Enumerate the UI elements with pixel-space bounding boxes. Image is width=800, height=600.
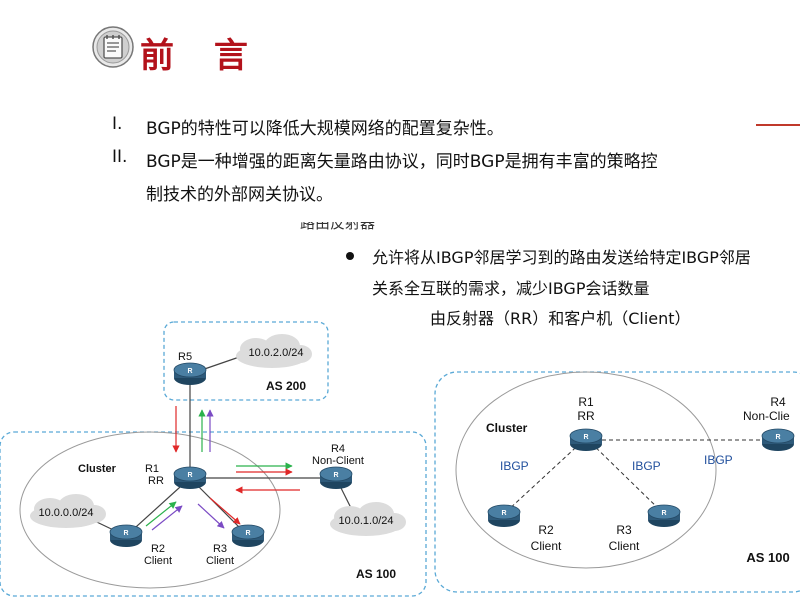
router-r1-icon	[173, 466, 207, 490]
cluster-label: Cluster	[486, 421, 528, 435]
cluster-boundary	[19, 431, 281, 589]
router-r2-icon	[109, 524, 143, 548]
router-label: R2	[151, 543, 165, 555]
router-label: R4	[770, 395, 786, 409]
ibgp-label: IBGP	[500, 459, 529, 473]
point-text: BGP的特性可以降低大规模网络的配置复杂性。	[146, 119, 504, 139]
point-2-continued: 制技术的外部网关协议。	[112, 180, 512, 205]
router-label: R4	[331, 443, 345, 455]
cluster-label: Cluster	[78, 463, 117, 475]
as100-boundary-right	[434, 371, 800, 593]
notepad-icon	[92, 26, 134, 68]
point-2: II. BGP是一种增强的距离矢量路由协议，同时BGP是拥有丰富的策略控	[112, 147, 772, 172]
router-label: R5	[178, 351, 192, 363]
point-text: 制技术的外部网关协议。	[146, 185, 333, 205]
point-number: I.	[112, 114, 123, 134]
router-label: R3	[616, 523, 632, 537]
router-label: R1	[578, 395, 594, 409]
router-r5-icon	[173, 362, 207, 386]
cloud-label: 10.0.1.0/24	[338, 515, 393, 527]
router-role: Client	[531, 539, 562, 553]
router-role: RR	[577, 409, 595, 423]
router-label: R2	[538, 523, 554, 537]
point-1: I. BGP的特性可以降低大规模网络的配置复杂性。	[112, 114, 752, 139]
rr-description-line: 由反射器（RR）和客户机（Client）	[430, 309, 691, 328]
cloud-label: 10.0.2.0/24	[248, 347, 303, 359]
arrow-red	[209, 497, 241, 525]
arrow-purple	[151, 505, 183, 531]
router-r1-icon	[569, 428, 603, 452]
as-label: AS 100	[746, 550, 789, 565]
ibgp-label: IBGP	[704, 453, 733, 467]
router-label: R1	[145, 463, 159, 475]
ibgp-label: IBGP	[632, 459, 661, 473]
router-r4-icon	[319, 466, 353, 490]
as-label: AS 100	[356, 567, 396, 581]
router-r4-icon	[761, 428, 795, 452]
rr-description-line: 关系全互联的需求，减少IBGP会话数量	[372, 279, 650, 298]
router-role: Client	[206, 555, 234, 567]
bullet-dot	[346, 252, 354, 260]
cloud-label: 10.0.0.0/24	[38, 507, 93, 519]
arrow-green	[145, 501, 177, 527]
router-role: Non-Client	[312, 455, 364, 467]
ibgp-link-r1-r2	[505, 437, 587, 513]
point-number: II.	[112, 147, 128, 167]
as200-boundary	[163, 321, 329, 401]
ibgp-link-r1-r3	[585, 437, 663, 513]
router-role: Client	[144, 555, 172, 567]
rr-description-line: 允许将从IBGP邻居学习到的路由发送给特定IBGP邻居	[372, 248, 751, 267]
router-label: R3	[213, 543, 227, 555]
point-text: BGP是一种增强的距离矢量路由协议，同时BGP是拥有丰富的策略控	[146, 152, 658, 172]
page-title: 前 言	[140, 36, 262, 76]
arrow-purple	[197, 503, 225, 529]
decorative-line	[756, 124, 800, 126]
router-r2-icon	[487, 504, 521, 528]
router-r3-icon	[647, 504, 681, 528]
router-role: RR	[148, 475, 164, 487]
router-r3-icon	[231, 524, 265, 548]
router-role: Client	[609, 539, 640, 553]
as-label: AS 200	[266, 379, 306, 393]
cluster-boundary-right	[455, 371, 717, 569]
as100-boundary	[0, 431, 427, 597]
router-role: Non-Clie	[743, 409, 790, 423]
link-r1-r2	[125, 477, 191, 537]
clipped-heading: 路由反射器	[300, 222, 420, 230]
